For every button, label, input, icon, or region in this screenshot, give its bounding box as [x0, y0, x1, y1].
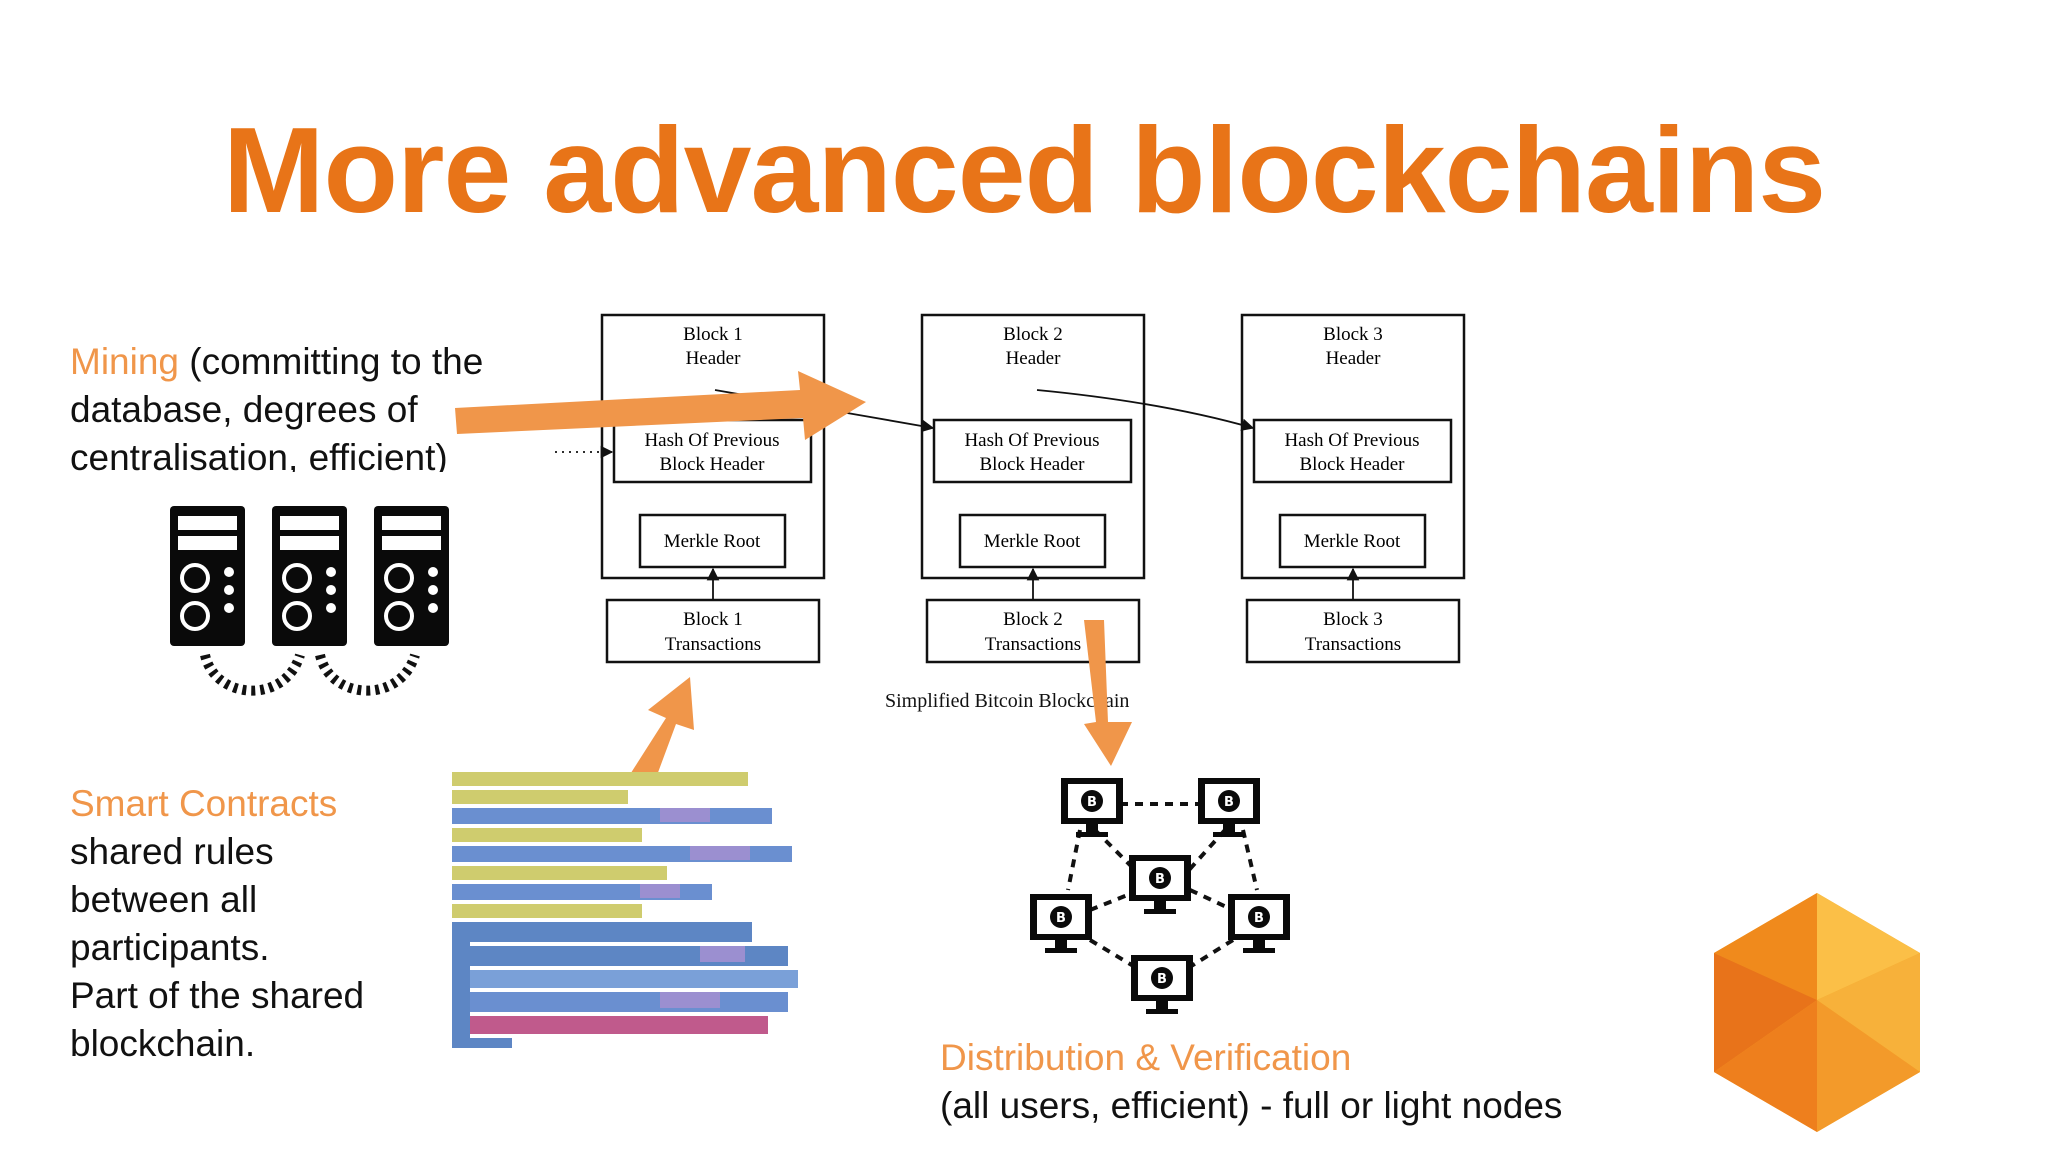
smart-contracts-arrow: [629, 677, 694, 786]
block-1-header-label: Header: [686, 348, 742, 369]
block-2-transactions-label: Block 2: [1003, 609, 1063, 630]
block-2-merkle-box: [958, 513, 1107, 569]
mining-servers-illustration: [170, 506, 449, 696]
block-3-merkle-box: [1278, 513, 1427, 569]
node-computer-icon: B: [1228, 894, 1290, 953]
block-3-hash-label: Block Header: [1300, 454, 1406, 475]
block-1: Block 1 Header Hash Of Previous Block He…: [600, 313, 826, 664]
block-2-to-3-link: [1036, 389, 1255, 431]
block-1-hash-label: Block Header: [660, 454, 766, 475]
block-1-merkle-box: [638, 513, 787, 569]
smart-contracts-line: Part of the shared: [70, 975, 365, 1016]
hexagon-logo: [1714, 893, 1920, 1132]
block-3-transactions-label: Block 3: [1323, 609, 1383, 630]
block-1-transactions-label: Transactions: [665, 634, 761, 655]
block-2: Block 2 Header Hash Of Previous Block He…: [920, 313, 1146, 664]
server-cable: [315, 653, 420, 696]
block-2-hash-label: Hash Of Previous: [964, 430, 1099, 451]
block-2-hash-label: Block Header: [980, 454, 1086, 475]
server-icon: [374, 506, 449, 646]
server-cable: [200, 653, 305, 696]
block-2-merkle-label: Merkle Root: [984, 531, 1081, 552]
smart-contracts-line: shared rules: [70, 831, 274, 872]
block-1-header-label: Block 1: [683, 324, 743, 345]
block-3-transactions-label: Transactions: [1305, 634, 1401, 655]
block-3-hash-box: [1252, 418, 1453, 484]
node-network-illustration: B B B B B B: [1030, 778, 1290, 1014]
block-3-header-label: Block 3: [1323, 324, 1383, 345]
node-symbol: B: [1254, 911, 1264, 926]
distribution-description: (all users, efficient) - full or light n…: [940, 1085, 1563, 1126]
block-3-hash-label: Hash Of Previous: [1284, 430, 1419, 451]
smart-contract-code-blocks: [452, 772, 798, 1048]
node-computer-icon: B: [1030, 894, 1092, 953]
smart-contracts-highlight: Smart Contracts: [70, 783, 338, 824]
smart-contracts-text: Smart Contracts shared rules between all…: [70, 780, 470, 1068]
smart-contracts-line: participants.: [70, 927, 270, 968]
node-computer-icon: B: [1129, 855, 1191, 914]
mining-description: (committing to the database, degrees of …: [70, 341, 484, 472]
block-3: Block 3 Header Hash Of Previous Block He…: [1240, 313, 1466, 664]
distribution-highlight: Distribution & Verification: [940, 1037, 1352, 1078]
block-1-hash-label: Hash Of Previous: [644, 430, 779, 451]
node-computer-icon: B: [1061, 778, 1123, 837]
mining-text: Mining (committing to the database, degr…: [70, 338, 590, 472]
block-2-hash-box: [932, 418, 1133, 484]
block-1-transactions-label: Block 1: [683, 609, 743, 630]
server-icon: [272, 506, 347, 646]
block-2-header-label: Block 2: [1003, 324, 1063, 345]
node-symbol: B: [1056, 911, 1066, 926]
block-2-transactions-label: Transactions: [985, 634, 1081, 655]
slide-title: More advanced blockchains: [222, 102, 1826, 238]
distribution-arrow: [1084, 620, 1132, 766]
smart-contracts-line: between all: [70, 879, 258, 920]
diagram-caption: Simplified Bitcoin Blockchain: [885, 690, 1130, 712]
mining-arrow: [455, 371, 866, 440]
smart-contracts-line: blockchain.: [70, 1023, 256, 1064]
node-computer-icon: B: [1131, 955, 1193, 1014]
block-3-header-label: Header: [1326, 348, 1382, 369]
node-computer-icon: B: [1198, 778, 1260, 837]
distribution-text: Distribution & Verification (all users, …: [940, 1034, 1640, 1130]
node-symbol: B: [1157, 972, 1167, 987]
block-3-merkle-label: Merkle Root: [1304, 531, 1401, 552]
mining-highlight: Mining: [70, 341, 179, 382]
block-1-merkle-label: Merkle Root: [664, 531, 761, 552]
node-symbol: B: [1087, 795, 1097, 810]
server-icon: [170, 506, 245, 646]
block-2-header-label: Header: [1006, 348, 1062, 369]
node-symbol: B: [1155, 872, 1165, 887]
node-symbol: B: [1224, 795, 1234, 810]
